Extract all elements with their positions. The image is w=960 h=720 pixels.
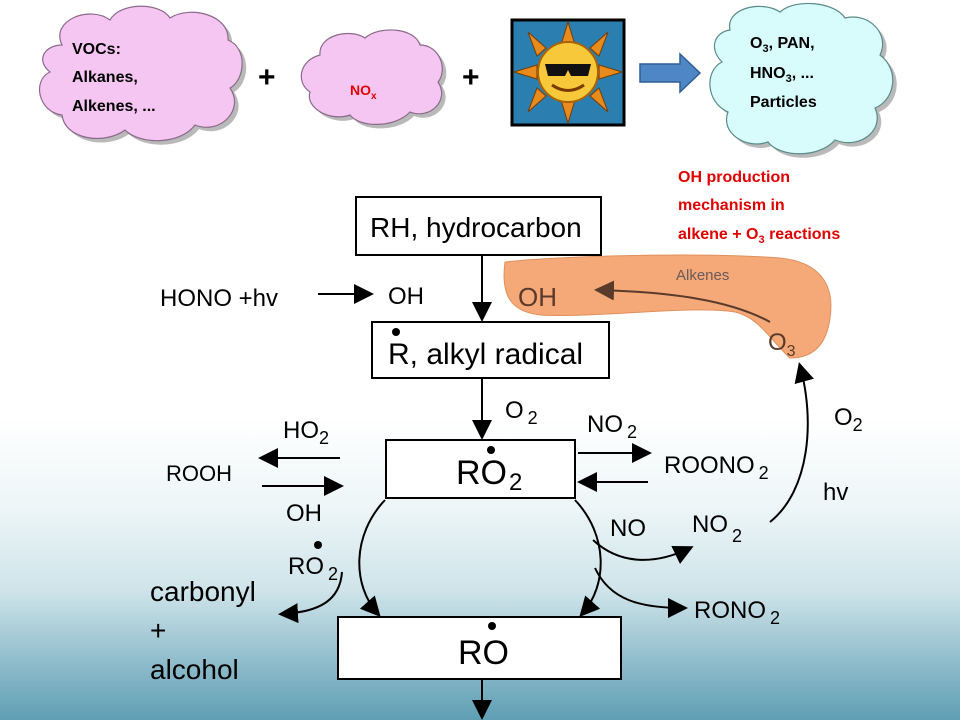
plus-sign-2: +: [462, 61, 480, 94]
to-rono2-arrow: [594, 567, 688, 618]
carbonyl-label: carbonyl: [150, 576, 256, 607]
o2-right-label: O2: [834, 404, 863, 435]
hono-label: HONO +hv: [160, 285, 278, 312]
alcohol-label: alcohol: [150, 654, 239, 685]
ro-box: [337, 616, 622, 680]
products-line2: HNO3, ...: [750, 65, 814, 85]
hv-label: hv: [823, 479, 848, 506]
ro2-box: [385, 439, 576, 499]
ro2-to-ro-left-arrow: [358, 499, 386, 617]
plus-sign-1: +: [258, 61, 276, 94]
oh-left-label: OH: [388, 283, 424, 310]
no2-to-o3-arrow: [769, 362, 814, 523]
result-arrow: [639, 52, 702, 94]
oh-lower-label: OH: [286, 500, 322, 527]
nox-cloud: [300, 29, 447, 129]
vocs-cloud: [39, 5, 247, 145]
vocs-line3: Alkenes, ...: [72, 98, 156, 115]
note-line3: alkene + O3 reactions: [678, 226, 840, 246]
radical-dot-ro2-low: [314, 541, 322, 549]
radical-dot-ro2: [487, 446, 495, 454]
sun-with-sunglasses-icon: [510, 18, 626, 127]
o3-band-label: O3: [768, 329, 796, 360]
products-line1: O3, PAN,: [750, 35, 815, 55]
alkene-ozonolysis-band: [503, 254, 832, 359]
products-cloud: [709, 2, 897, 158]
oh-band-label: OH: [518, 282, 557, 312]
no-to-no2-arrow: [592, 539, 694, 564]
rooh-label: ROOH: [166, 461, 232, 486]
alkyl-radical-label: R, alkyl radical: [388, 338, 583, 371]
ro-label: RO: [458, 634, 509, 672]
vocs-line2: Alkanes,: [72, 69, 138, 86]
alkenes-label: Alkenes: [676, 267, 729, 284]
rh-box: [355, 196, 602, 256]
rh-label: RH, hydrocarbon: [370, 212, 582, 243]
vocs-line1: VOCs:: [72, 41, 121, 58]
radical-dot-r: [392, 328, 400, 336]
ro2-label: RO2: [456, 454, 522, 496]
ho2-label: HO2: [283, 417, 329, 448]
radical-dot-ro: [488, 622, 496, 630]
to-carbonyl-arrow: [278, 571, 343, 624]
note-line2: mechanism in: [678, 197, 785, 214]
no-label: NO: [610, 515, 646, 542]
note-background: [668, 158, 888, 250]
alkyl-radical-box: [371, 321, 610, 379]
ozone-to-oh-arrow: [594, 280, 771, 323]
ro2-to-ro-right-arrow: [574, 499, 602, 617]
note-line1: OH production: [678, 169, 790, 186]
plus-label: +: [150, 615, 166, 646]
nox-label: NOx: [350, 82, 377, 102]
products-line3: Particles: [750, 94, 817, 111]
